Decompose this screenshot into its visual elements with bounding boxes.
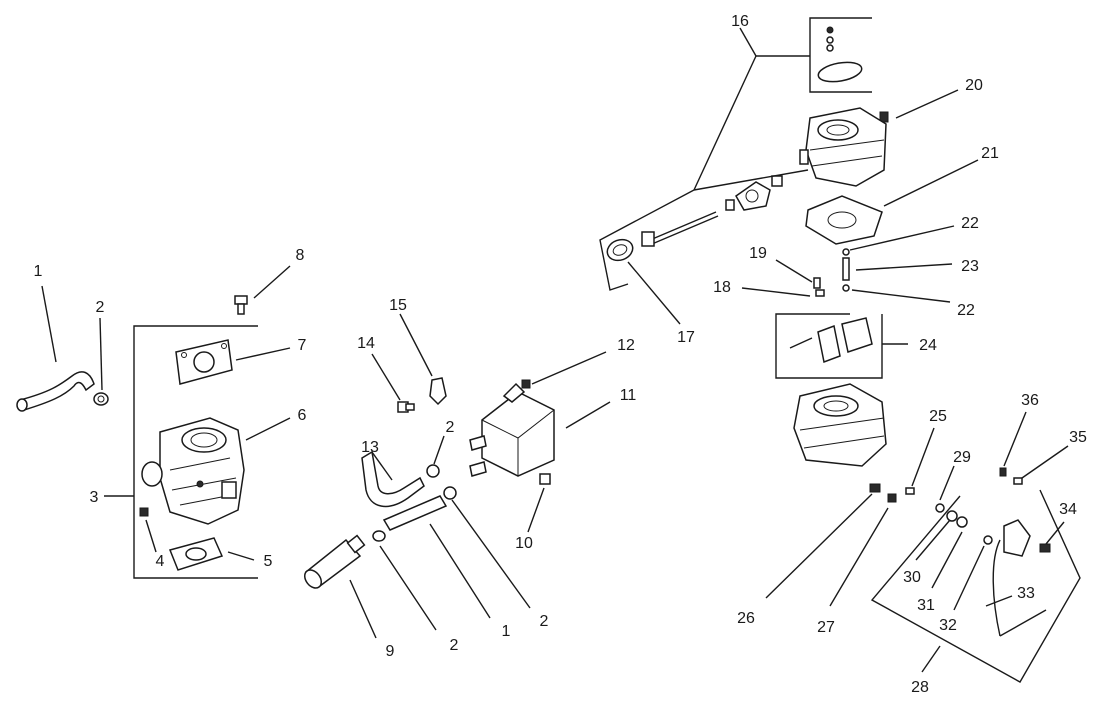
callout-label: 36	[1021, 392, 1039, 409]
callout-label: 29	[953, 449, 971, 466]
hose-clamp-right-part	[443, 486, 457, 500]
callout-label: 24	[919, 337, 937, 354]
seal-rings-part	[935, 503, 968, 528]
callout-label: 32	[939, 617, 957, 634]
callout-label: 21	[981, 145, 999, 162]
bent-hose-part	[361, 450, 425, 508]
carburetor-bottom-part	[793, 383, 887, 467]
callout-label: 12	[617, 337, 635, 354]
callout-label: 8	[296, 247, 305, 264]
fuel-hose-part	[16, 371, 95, 412]
callout-label: 16	[731, 13, 749, 30]
gasket-part	[175, 339, 233, 385]
bowl-gasket-part	[805, 195, 883, 245]
callout-label: 20	[965, 77, 983, 94]
callout-label: 15	[389, 297, 407, 314]
float-kit-part	[789, 317, 873, 364]
base-gasket-part	[168, 537, 224, 571]
bushing-part	[606, 238, 634, 262]
callout-label: 1	[502, 623, 511, 640]
bracket-lines	[104, 17, 1081, 683]
elbow-fitting-part	[429, 377, 447, 406]
callout-label: 17	[677, 329, 695, 346]
carburetor-part	[141, 417, 245, 525]
callout-label: 31	[917, 597, 935, 614]
hose-clamp-part	[93, 392, 109, 406]
callout-label: 6	[298, 407, 307, 424]
screw-part	[234, 295, 248, 315]
leader-lines	[41, 27, 1069, 673]
callout-label: 30	[903, 569, 921, 586]
callout-labels: 1 2 3 4 5 6 7 8 9 2 1 2 10 11 12 13 14 1…	[34, 13, 1087, 696]
callout-label: 2	[96, 299, 105, 316]
carburetor-top-part	[799, 107, 887, 187]
fuel-filter-part	[303, 534, 366, 589]
callout-label: 22	[957, 302, 975, 319]
callout-label: 28	[911, 679, 929, 696]
callout-label: 3	[90, 489, 99, 506]
callout-label: 26	[737, 610, 755, 627]
callout-label: 2	[450, 637, 459, 654]
callout-label: 2	[540, 613, 549, 630]
pin-part	[842, 248, 850, 292]
callout-label: 5	[264, 553, 273, 570]
callout-label: 9	[386, 643, 395, 660]
kit-contents-part	[817, 26, 863, 83]
straight-hose-part	[382, 495, 448, 531]
adjust-screws-part	[999, 467, 1023, 485]
callout-label: 1	[34, 263, 43, 280]
callout-label: 19	[749, 245, 767, 262]
callout-label: 23	[961, 258, 979, 275]
shaft-assembly-part	[641, 175, 783, 247]
callout-label: 10	[515, 535, 533, 552]
callout-label: 25	[929, 408, 947, 425]
fuel-pump-part	[469, 382, 555, 477]
pump-clamp-part	[426, 464, 440, 478]
solenoid-screw-part	[1039, 543, 1051, 553]
callout-label: 2	[446, 419, 455, 436]
callout-label: 27	[817, 619, 835, 636]
callout-label: 14	[357, 335, 375, 352]
jet-screws-part	[869, 483, 915, 503]
callout-label: 11	[620, 387, 637, 404]
pump-fitting-part	[521, 379, 531, 389]
needle-parts	[813, 277, 825, 297]
solenoid-part	[983, 519, 1047, 637]
callout-label: 4	[156, 553, 165, 570]
filter-clamp-part	[372, 530, 386, 542]
callout-label: 13	[361, 439, 379, 456]
outlet-fitting-part	[539, 473, 551, 485]
callout-label: 34	[1059, 501, 1077, 518]
small-screw-part	[139, 507, 149, 517]
callout-label: 7	[298, 337, 307, 354]
callout-label: 22	[961, 215, 979, 232]
callout-label: 33	[1017, 585, 1035, 602]
callout-label: 18	[713, 279, 731, 296]
callout-label: 35	[1069, 429, 1087, 446]
mounting-screw-part	[397, 401, 415, 413]
